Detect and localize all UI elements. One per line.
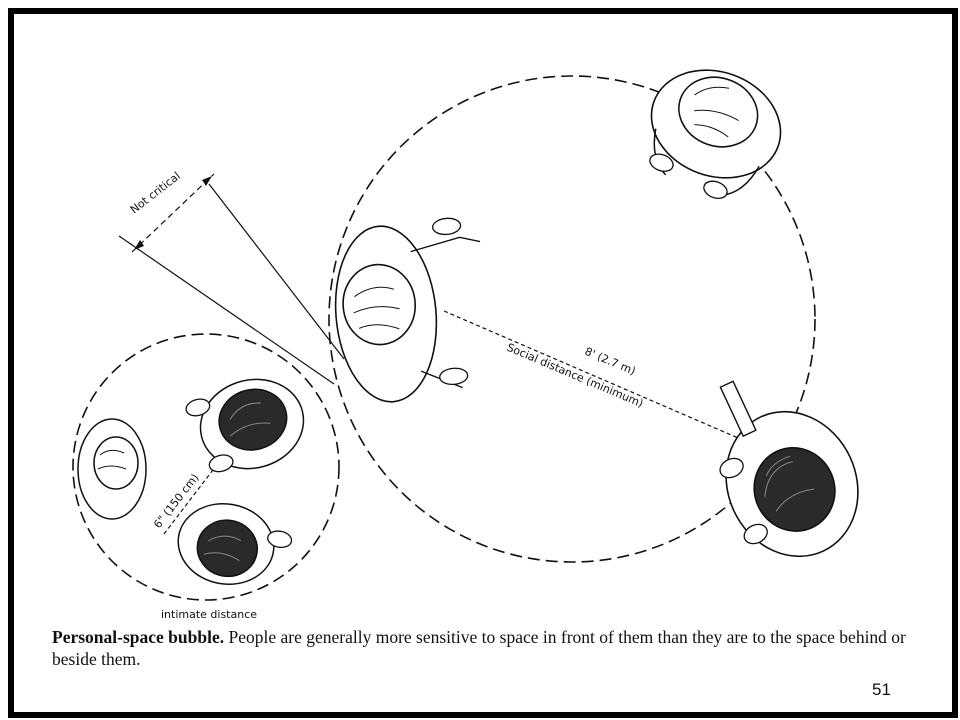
person-intimate-top-figure: [185, 378, 305, 473]
social-distance-circle: [328, 75, 816, 563]
person-bottom-right-figure: [719, 380, 859, 558]
social-distance-line: [443, 310, 760, 448]
figure-caption: Personal-space bubble. People are genera…: [52, 626, 922, 670]
person-top-right-figure: [649, 69, 782, 200]
intimate-distance-label: intimate distance: [161, 608, 257, 621]
not-critical-label: Not critical: [128, 169, 183, 216]
intimate-distance-line: [163, 461, 220, 535]
intimate-distance-circle: [72, 333, 340, 601]
social-distance-value-label: 8' (2.7 m): [583, 345, 638, 378]
person-intimate-bottom-figure: [177, 502, 293, 586]
person-center-figure: [334, 217, 481, 403]
caption-title: Personal-space bubble.: [52, 627, 225, 647]
slide-frame: Not critical 6" (150 cm) intimate distan…: [8, 8, 958, 718]
page-number: 51: [872, 680, 891, 699]
caption-text: People are generally more sensitive to s…: [52, 627, 906, 669]
personal-space-diagram: Not critical 6" (150 cm) intimate distan…: [72, 69, 859, 621]
social-distance-label: Social distance (minimum): [505, 341, 645, 410]
person-intimate-left-figure: [77, 418, 147, 520]
not-critical-dimension: [118, 173, 345, 385]
